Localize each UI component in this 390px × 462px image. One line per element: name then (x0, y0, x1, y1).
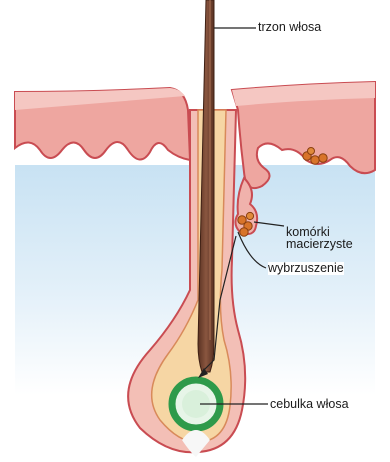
hair-shaft-highlight (209, 0, 211, 340)
label-hair-shaft: trzon włosa (258, 21, 321, 34)
label-bulge: wybrzuszenie (268, 262, 344, 275)
label-stem-cells-line2: macierzyste (286, 238, 353, 251)
label-hair-bulb: cebulka włosa (270, 398, 349, 411)
